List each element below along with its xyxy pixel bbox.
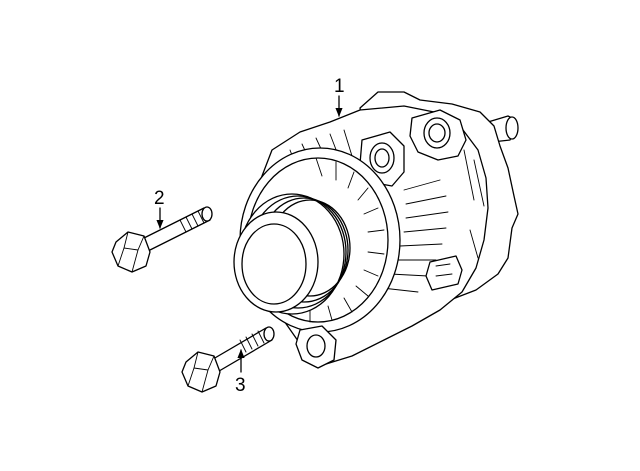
callout-label-2: 2 [154,188,165,209]
callout-2: 2 [154,188,165,229]
callout-3: 3 [235,349,246,396]
alternator[interactable] [233,91,519,369]
callout-label-1: 1 [334,76,345,97]
upper-mounting-ear [409,109,467,161]
terminal-connector [425,255,463,291]
callout-1: 1 [334,76,345,117]
callout-label-3: 3 [235,375,246,396]
pulley [233,193,351,315]
lower-mounting-bolt[interactable] [181,326,275,393]
upper-mounting-bolt[interactable] [111,206,213,273]
lower-mounting-ear [295,325,337,369]
